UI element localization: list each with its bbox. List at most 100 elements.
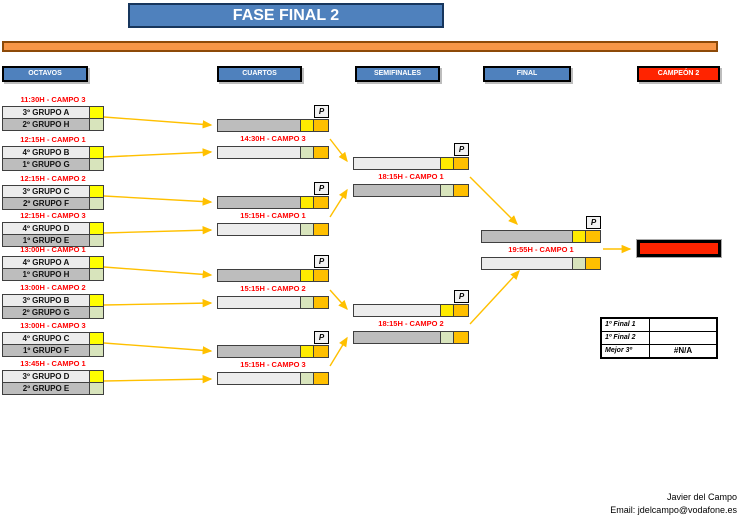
- winner-cell[interactable]: [89, 186, 103, 197]
- score-cell[interactable]: [313, 346, 328, 357]
- team-name: 2º GRUPO H: [3, 119, 89, 130]
- team-name: 1º GRUPO H: [3, 269, 89, 280]
- match-row: [217, 146, 329, 159]
- team-slot[interactable]: [218, 346, 300, 357]
- winner-cell[interactable]: [89, 223, 103, 234]
- score-cell[interactable]: [453, 185, 468, 196]
- score-cell[interactable]: [313, 224, 328, 235]
- team-slot[interactable]: [218, 270, 300, 281]
- score-cell[interactable]: [313, 297, 328, 308]
- winner-cell[interactable]: [89, 345, 103, 356]
- team-slot[interactable]: [218, 224, 300, 235]
- winner-cell[interactable]: [440, 305, 453, 316]
- team-slot[interactable]: [218, 120, 300, 131]
- score-cell[interactable]: [313, 270, 328, 281]
- team-slot[interactable]: [354, 305, 440, 316]
- row-label: 1º Final 1: [602, 319, 650, 331]
- winner-cell[interactable]: [89, 119, 103, 130]
- winner-cell[interactable]: [300, 147, 313, 158]
- score-cell[interactable]: [313, 120, 328, 131]
- match-time: 12:15H - CAMPO 1: [20, 135, 86, 144]
- match-row: 1º GRUPO F: [2, 344, 104, 357]
- champion-slot[interactable]: [637, 240, 721, 257]
- team-slot[interactable]: [354, 185, 440, 196]
- winner-cell[interactable]: [300, 120, 313, 131]
- team-slot[interactable]: [354, 158, 440, 169]
- score-cell[interactable]: [313, 197, 328, 208]
- penalty-box: P: [454, 143, 469, 156]
- page-title: FASE FINAL 2: [128, 3, 444, 28]
- table-row: 1º Final 1: [602, 319, 716, 332]
- winner-cell[interactable]: [89, 257, 103, 268]
- score-cell[interactable]: [585, 258, 600, 269]
- finals-ranking-table: 1º Final 1 1º Final 2 Mejor 3º #N/A: [600, 317, 718, 359]
- winner-cell[interactable]: [572, 258, 585, 269]
- row-label: Mejor 3º: [602, 345, 650, 357]
- row-value[interactable]: #N/A: [673, 346, 693, 355]
- match-row: 2º GRUPO H: [2, 118, 104, 131]
- winner-cell[interactable]: [89, 159, 103, 170]
- score-cell[interactable]: [453, 332, 468, 343]
- match-row: 1º GRUPO G: [2, 158, 104, 171]
- winner-cell[interactable]: [300, 346, 313, 357]
- round-header-cuartos: CUARTOS: [217, 66, 302, 82]
- team-slot[interactable]: [482, 231, 572, 242]
- winner-cell[interactable]: [300, 297, 313, 308]
- divider-bar: [2, 41, 718, 52]
- penalty-box: P: [586, 216, 601, 229]
- winner-cell[interactable]: [89, 383, 103, 394]
- winner-cell[interactable]: [89, 371, 103, 382]
- winner-cell[interactable]: [300, 197, 313, 208]
- team-slot[interactable]: [218, 197, 300, 208]
- winner-cell[interactable]: [572, 231, 585, 242]
- row-value[interactable]: [650, 319, 716, 331]
- score-cell[interactable]: [313, 373, 328, 384]
- team-slot[interactable]: [218, 373, 300, 384]
- winner-cell[interactable]: [440, 332, 453, 343]
- match-time: 12:15H - CAMPO 3: [20, 211, 86, 220]
- team-slot[interactable]: [482, 258, 572, 269]
- winner-cell[interactable]: [89, 147, 103, 158]
- team-slot[interactable]: [218, 147, 300, 158]
- team-name: 3º GRUPO A: [3, 107, 89, 118]
- row-value[interactable]: [650, 332, 716, 344]
- score-cell[interactable]: [313, 147, 328, 158]
- team-name: 4º GRUPO C: [3, 333, 89, 344]
- round-header-octavos: OCTAVOS: [2, 66, 88, 82]
- team-name: 4º GRUPO D: [3, 223, 89, 234]
- score-cell[interactable]: [453, 158, 468, 169]
- match-row: [217, 196, 329, 209]
- table-row: 1º Final 2: [602, 332, 716, 345]
- team-slot[interactable]: [218, 297, 300, 308]
- winner-cell[interactable]: [89, 269, 103, 280]
- match-row: [353, 157, 469, 170]
- winner-cell[interactable]: [440, 185, 453, 196]
- score-cell[interactable]: [585, 231, 600, 242]
- match-row: [481, 230, 601, 243]
- winner-cell[interactable]: [300, 373, 313, 384]
- winner-cell[interactable]: [300, 270, 313, 281]
- winner-cell[interactable]: [89, 235, 103, 246]
- match-time: 15:15H - CAMPO 2: [240, 284, 306, 293]
- team-name: 1º GRUPO G: [3, 159, 89, 170]
- winner-cell[interactable]: [89, 307, 103, 318]
- winner-cell[interactable]: [89, 198, 103, 209]
- winner-cell[interactable]: [89, 107, 103, 118]
- winner-cell[interactable]: [440, 158, 453, 169]
- team-slot[interactable]: [354, 332, 440, 343]
- match-row: [217, 119, 329, 132]
- table-row: Mejor 3º #N/A: [602, 345, 716, 357]
- score-cell[interactable]: [453, 305, 468, 316]
- penalty-box: P: [314, 255, 329, 268]
- winner-cell[interactable]: [89, 295, 103, 306]
- team-name: 4º GRUPO A: [3, 257, 89, 268]
- match-time: 18:15H - CAMPO 1: [378, 172, 444, 181]
- team-name: 3º GRUPO D: [3, 371, 89, 382]
- round-header-semifinales: SEMIFINALES: [355, 66, 440, 82]
- team-name: 2º GRUPO F: [3, 198, 89, 209]
- match-row: [217, 296, 329, 309]
- winner-cell[interactable]: [89, 333, 103, 344]
- match-row: 2º GRUPO G: [2, 306, 104, 319]
- winner-cell[interactable]: [300, 224, 313, 235]
